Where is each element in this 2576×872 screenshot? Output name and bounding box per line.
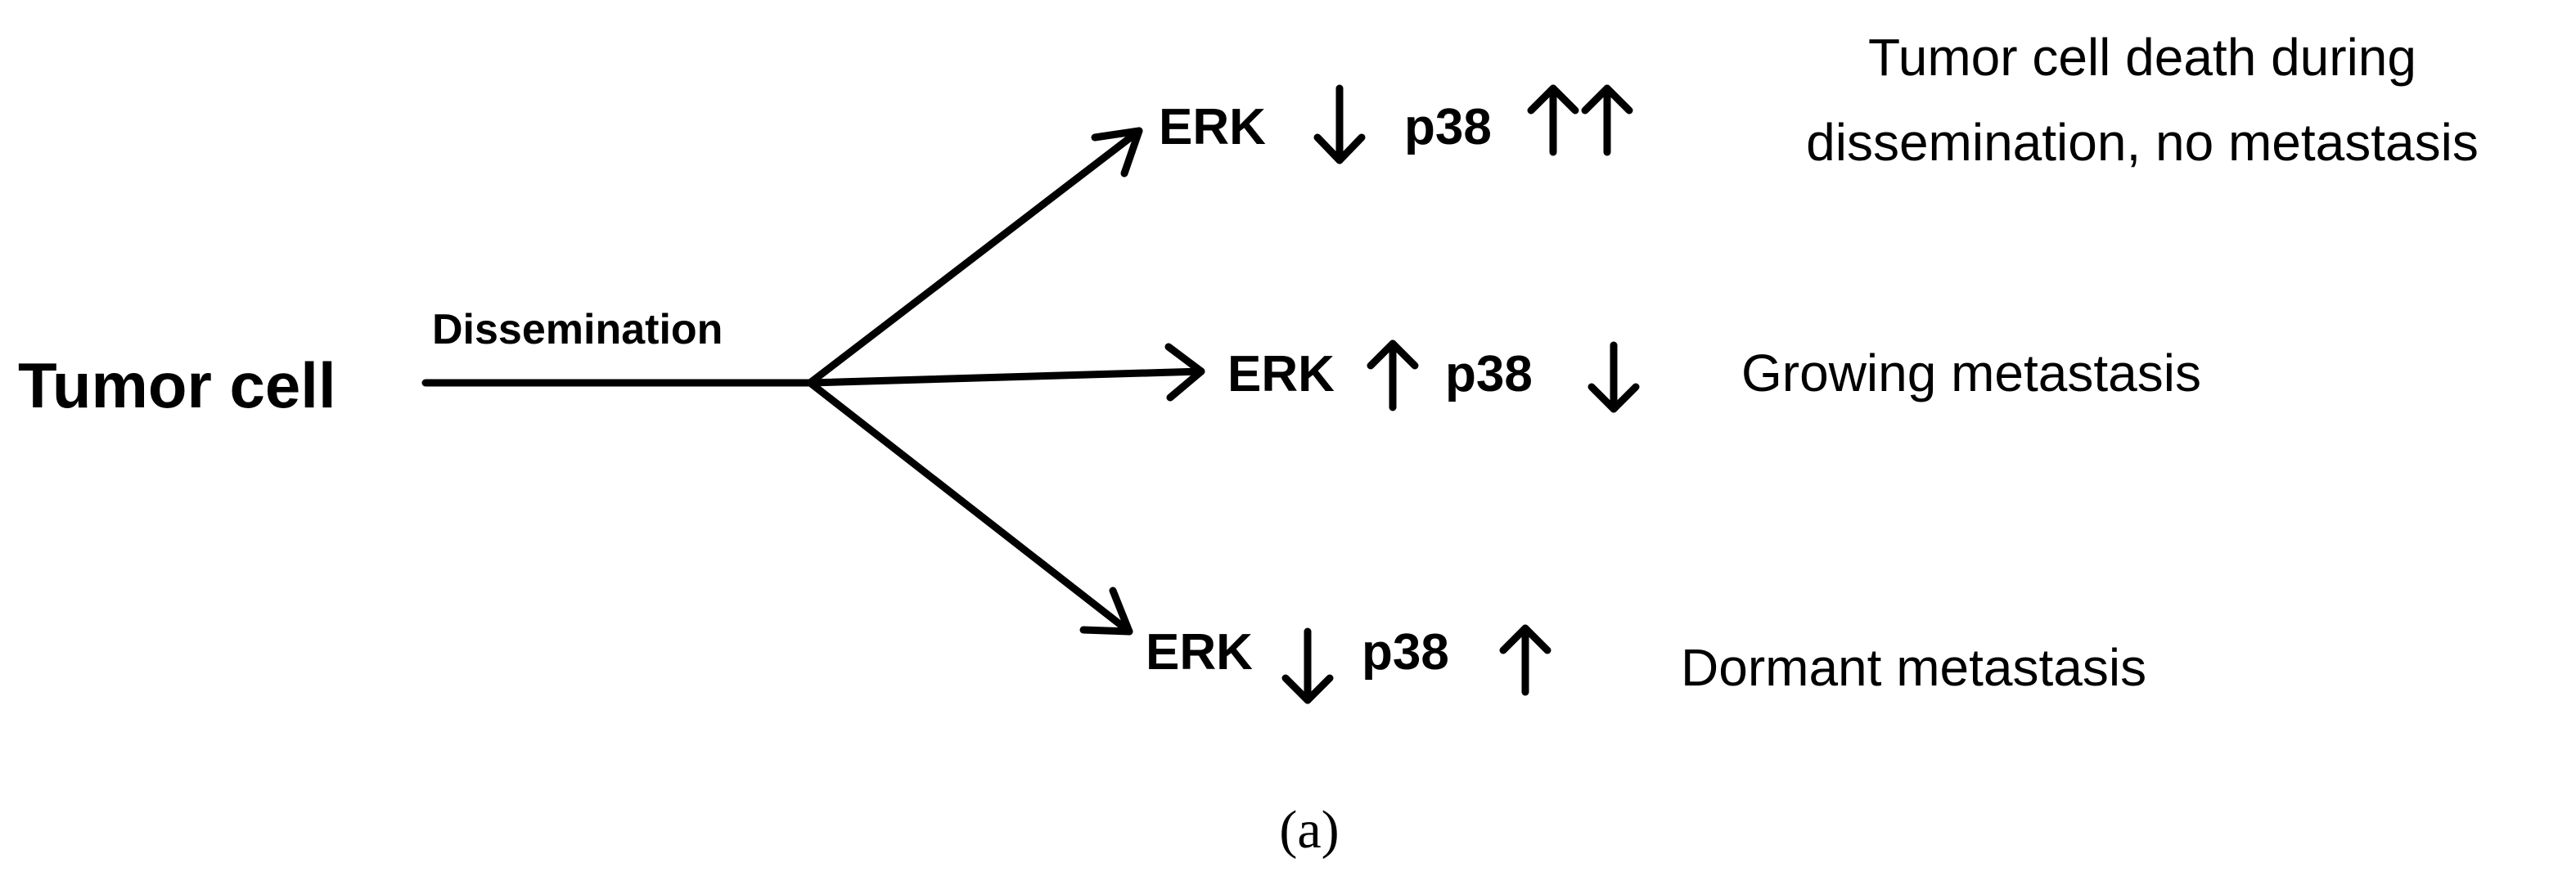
up-arrow-icon [1499, 624, 1551, 696]
dissemination-label: Dissemination [432, 306, 723, 353]
down-arrow-icon [1281, 627, 1334, 704]
outcome-top-line-2: dissemination, no metastasis [1806, 113, 2479, 172]
figure-caption: (a) [1279, 800, 1339, 860]
branch-arrow-top [806, 127, 1143, 387]
branch-middle-markers: ERK p38 [1227, 339, 1640, 413]
branch-arrow-bottom [806, 379, 1133, 636]
source-node-label: Tumor cell [18, 349, 336, 421]
erk-label-top: ERK [1159, 99, 1266, 155]
p38-label-top: p38 [1404, 99, 1492, 155]
p38-label-bottom: p38 [1362, 624, 1449, 681]
p38-label-middle: p38 [1445, 346, 1533, 402]
up-arrow-icon [1527, 84, 1579, 156]
up-arrow-icon [1581, 84, 1633, 156]
branch-top-markers: ERK p38 [1159, 84, 1633, 164]
down-arrow-icon [1587, 341, 1640, 413]
outcome-bottom: Dormant metastasis [1681, 638, 2146, 697]
branch-bottom-markers: ERK p38 [1146, 624, 1551, 704]
up-arrow-icon [1367, 339, 1419, 411]
branch-arrow-middle [806, 343, 1205, 402]
down-arrow-icon [1313, 84, 1366, 164]
outcome-top-line-1: Tumor cell death during [1868, 28, 2416, 87]
outcome-middle: Growing metastasis [1741, 344, 2201, 402]
erk-label-middle: ERK [1227, 346, 1335, 402]
erk-label-bottom: ERK [1146, 624, 1253, 681]
